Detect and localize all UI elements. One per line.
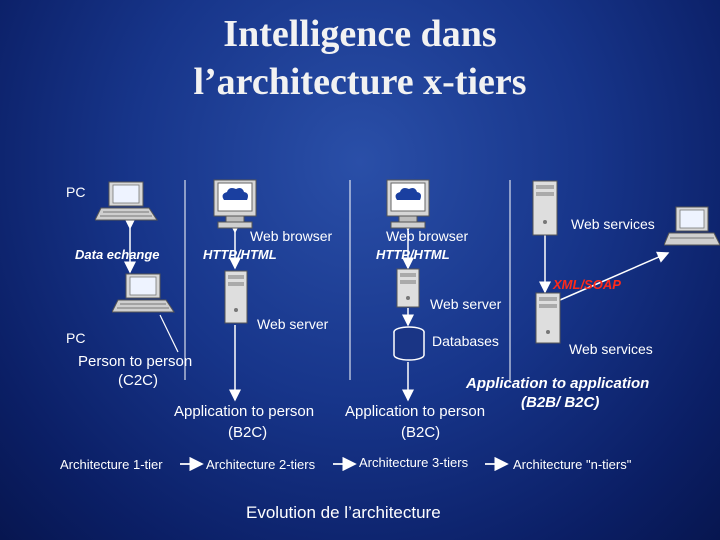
evolution-caption: Evolution de l’architecture bbox=[246, 503, 441, 522]
xml-soap-label: XML/SOAP bbox=[553, 277, 621, 292]
c2c-line bbox=[159, 314, 179, 353]
database-icon bbox=[393, 326, 425, 361]
server-tower-icon bbox=[535, 292, 561, 344]
title-line-1: Intelligence dans bbox=[223, 13, 497, 55]
http-html-label: HTTP/HTML bbox=[203, 247, 277, 262]
server-tower-icon bbox=[396, 268, 420, 308]
web-browser-label: Web browser bbox=[386, 228, 469, 244]
laptop-icon bbox=[95, 181, 158, 221]
app-to-person-label: Application to person bbox=[174, 403, 315, 420]
app-to-app-label: Application to application bbox=[466, 375, 650, 392]
architecture-1-tier: Architecture 1-tier bbox=[60, 457, 163, 472]
laptop-icon bbox=[112, 273, 175, 313]
b2b-b2c-label: (B2B/ B2C) bbox=[521, 394, 600, 411]
title-line-2: l’architecture x-tiers bbox=[193, 61, 527, 103]
person-to-person-label: Person to person bbox=[78, 353, 193, 370]
http-html-label: HTTP/HTML bbox=[376, 247, 450, 262]
server-tower-icon bbox=[532, 180, 558, 236]
architecture-3-tiers: Architecture 3-tiers bbox=[359, 455, 469, 470]
monitor-icon bbox=[213, 179, 257, 229]
laptop-icon bbox=[664, 206, 720, 246]
b2c-label: (B2C) bbox=[228, 424, 268, 441]
server-tower-icon bbox=[224, 270, 248, 324]
app-to-person-label: Application to person bbox=[345, 403, 486, 420]
c2c-label: (C2C) bbox=[118, 372, 158, 389]
slide-title: Intelligence dans l’architecture x-tiers bbox=[0, 10, 720, 106]
web-services-label: Web services bbox=[569, 341, 653, 357]
xml-soap-arrow bbox=[547, 251, 670, 310]
databases-label: Databases bbox=[432, 333, 499, 349]
pc-label: PC bbox=[66, 330, 86, 346]
monitor-icon bbox=[386, 179, 430, 229]
web-server-label: Web server bbox=[257, 316, 329, 332]
architecture-n-tiers: Architecture "n-tiers" bbox=[513, 457, 632, 472]
data-exchange-label: Data echange bbox=[75, 247, 160, 262]
pc-label: PC bbox=[66, 184, 86, 200]
web-browser-label: Web browser bbox=[250, 228, 333, 244]
b2c-label: (B2C) bbox=[401, 424, 441, 441]
architecture-2-tiers: Architecture 2-tiers bbox=[206, 457, 316, 472]
web-server-label: Web server bbox=[430, 296, 502, 312]
web-services-label: Web services bbox=[571, 216, 655, 232]
